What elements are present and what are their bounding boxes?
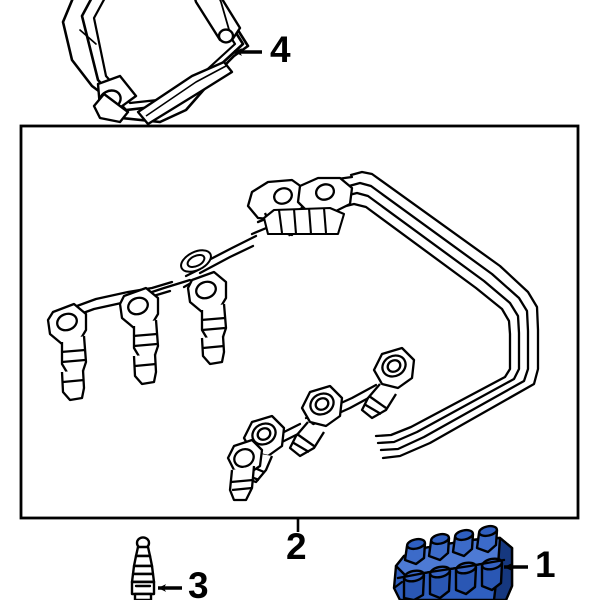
callout-label-3: 3 [188, 565, 209, 600]
spark-plug-boot-bottom-1 [360, 346, 416, 420]
spark-plug-boot-bottom-tail [226, 438, 264, 502]
module-connector-lug-right [194, 0, 242, 44]
spark-plug-boot-left-3 [186, 270, 228, 366]
spark-plug-boot-left-1 [46, 302, 88, 402]
wire-grommet [180, 249, 212, 273]
spark-plug-part [130, 536, 156, 600]
callout-label-1: 1 [535, 544, 556, 585]
spark-plug-boot-bottom-2 [288, 384, 344, 458]
module-lower-rail [136, 60, 234, 126]
module-mounting-foot [92, 92, 130, 124]
callout-label-2: 2 [286, 526, 307, 567]
callout-label-4: 4 [270, 29, 291, 70]
ignition-coil-pack-part [392, 524, 514, 600]
wire-guide-comb [262, 206, 346, 236]
spark-plug-boot-left-2 [118, 286, 160, 386]
